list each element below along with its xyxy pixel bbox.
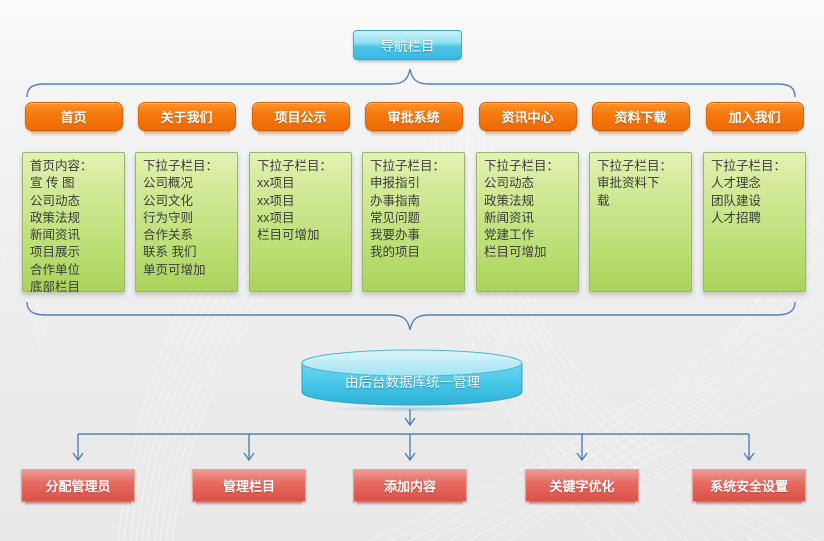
admin-manage-columns: 管理栏目: [192, 469, 306, 506]
nav-header-downloads: 资料下载: [591, 102, 690, 137]
nav-sublist-about: 下拉子栏目： 公司概况 公司文化 行为守则 合作关系 联系 我们 单页可增加: [135, 152, 238, 292]
admin-system-security: 系统安全设置: [692, 469, 806, 506]
nav-header-label: 首页: [60, 110, 87, 125]
brace-bottom: [26, 301, 796, 331]
database-node: 由后台数据库统一管理: [300, 347, 525, 412]
nav-header-join: 加入我们: [705, 102, 804, 137]
nav-sublist-approval: 下拉子栏目： 申报指引 办事指南 常见问题 我要办事 我的项目: [362, 152, 465, 292]
nav-header-label: 项目公示: [274, 110, 327, 125]
nav-root-node: 导航栏目: [353, 30, 462, 65]
arrow-branch-2: [243, 434, 255, 462]
nav-header-label: 审批系统: [387, 110, 440, 125]
nav-sublist-home: 首页内容： 宣 传 图 公司动态 政策法规 新闻资讯 项目展示 合作单位 底部栏…: [22, 152, 125, 294]
arrow-branch-1: [72, 434, 84, 462]
nav-column-join: 加入我们 下拉子栏目： 人才理念 团队建设 人才招聘: [703, 102, 806, 292]
nav-column-about: 关于我们 下拉子栏目： 公司概况 公司文化 行为守则 合作关系 联系 我们 单页…: [135, 102, 238, 292]
nav-sublist-join: 下拉子栏目： 人才理念 团队建设 人才招聘: [703, 152, 806, 292]
nav-sublist-text: 下拉子栏目： 审批资料下 载: [597, 159, 673, 208]
admin-label: 添加内容: [383, 479, 436, 494]
nav-header-about: 关于我们: [137, 102, 236, 137]
nav-column-news: 资讯中心 下拉子栏目： 公司动态 政策法规 新闻资讯 党建工作 栏目可增加: [476, 102, 579, 292]
nav-column-home: 首页 首页内容： 宣 传 图 公司动态 政策法规 新闻资讯 项目展示 合作单位 …: [22, 102, 125, 294]
nav-sublist-text: 下拉子栏目： 公司概况 公司文化 行为守则 合作关系 联系 我们 单页可增加: [143, 159, 219, 277]
nav-sublist-text: 下拉子栏目： 人才理念 团队建设 人才招聘: [711, 159, 787, 225]
nav-sublist-text: 首页内容： 宣 传 图 公司动态 政策法规 新闻资讯 项目展示 合作单位 底部栏…: [30, 159, 93, 295]
nav-column-downloads: 资料下载 下拉子栏目： 审批资料下 载: [589, 102, 692, 292]
nav-header-label: 关于我们: [160, 110, 213, 125]
nav-header-label: 资讯中心: [501, 110, 554, 125]
nav-header-approval: 审批系统: [364, 102, 463, 137]
brace-top: [26, 68, 796, 98]
nav-root-label: 导航栏目: [380, 39, 435, 54]
nav-column-approval: 审批系统 下拉子栏目： 申报指引 办事指南 常见问题 我要办事 我的项目: [362, 102, 465, 292]
admin-label: 系统安全设置: [709, 479, 788, 494]
database-label: 由后台数据库统一管理: [345, 375, 480, 390]
nav-header-label: 加入我们: [728, 110, 781, 125]
nav-sublist-text: 下拉子栏目： 申报指引 办事指南 常见问题 我要办事 我的项目: [370, 159, 446, 260]
nav-sublist-downloads: 下拉子栏目： 审批资料下 载: [589, 152, 692, 292]
arrow-branch-4: [576, 434, 588, 462]
nav-header-projects: 项目公示: [251, 102, 350, 137]
nav-sublist-projects: 下拉子栏目： xx项目 xx项目 xx项目 栏目可增加: [249, 152, 352, 292]
nav-header-home: 首页: [24, 102, 123, 137]
arrow-branch-5: [743, 434, 755, 462]
nav-column-projects: 项目公示 下拉子栏目： xx项目 xx项目 xx项目 栏目可增加: [249, 102, 352, 292]
nav-header-news: 资讯中心: [478, 102, 577, 137]
arrow-branch-3: [404, 434, 416, 462]
nav-sublist-news: 下拉子栏目： 公司动态 政策法规 新闻资讯 党建工作 栏目可增加: [476, 152, 579, 292]
admin-add-content: 添加内容: [353, 469, 467, 506]
admin-keyword-optimization: 关键字优化: [525, 469, 639, 506]
admin-label: 分配管理员: [45, 479, 111, 494]
nav-header-label: 资料下载: [614, 110, 667, 125]
nav-sublist-text: 下拉子栏目： 公司动态 政策法规 新闻资讯 党建工作 栏目可增加: [484, 159, 560, 260]
admin-assign-manager: 分配管理员: [21, 469, 135, 506]
admin-label: 关键字优化: [549, 479, 615, 494]
nav-sublist-text: 下拉子栏目： xx项目 xx项目 xx项目 栏目可增加: [257, 159, 333, 243]
admin-label: 管理栏目: [222, 479, 275, 494]
